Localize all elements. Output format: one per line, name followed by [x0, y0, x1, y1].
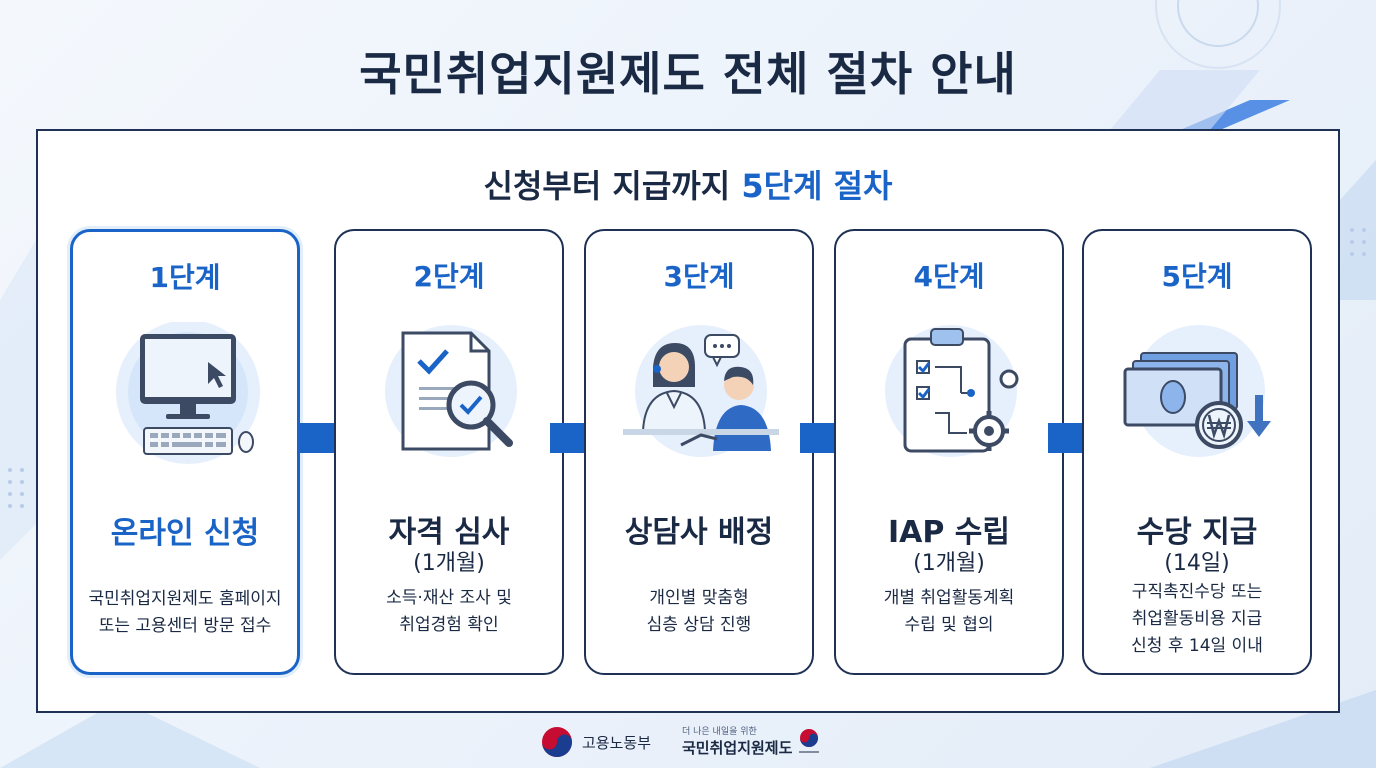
desc-line: 소득·재산 조사 및: [386, 588, 512, 608]
computer-icon: [116, 322, 260, 464]
step-label: 3단계: [663, 260, 735, 293]
step-duration: (1개월): [913, 551, 985, 576]
program-name: 국민취업지원제도: [682, 739, 793, 757]
plan-clipboard-icon: [885, 325, 1019, 457]
desc-line: 취업경험 확인: [399, 615, 499, 635]
step-name: 상담사 배정: [624, 515, 774, 550]
step-description: 소득·재산 조사 및 취업경험 확인: [346, 585, 552, 639]
ministry-logo: 고용노동부: [540, 722, 651, 762]
desc-line: 수립 및 협의: [904, 615, 994, 635]
step-label: 2단계: [413, 260, 485, 293]
step-duration: (14일): [1164, 551, 1230, 576]
subtitle-accent: 5단계 절차: [741, 167, 893, 205]
step-card-4: 4단계 IAP 수립 (1개월) 개별 취업활동계획 수립 및 협의: [834, 229, 1064, 675]
step-card-2: 2단계 자격 심사 (1개월) 소득·재산 조사 및 취업경험 확인: [334, 229, 564, 675]
desc-line: 구직촉진수당 또는: [1131, 582, 1263, 602]
step-name: IAP 수립: [887, 515, 1010, 550]
desc-line: 또는 고용센터 방문 접수: [98, 616, 272, 636]
step-name: 수당 지급: [1136, 515, 1258, 550]
taegeuk-small-logo-icon: [799, 729, 820, 753]
program-logo: 더 나은 내일을 위한 국민취업지원제도: [682, 722, 820, 762]
step-card-1: 1단계 온라인 신청 국민취업지원제도 홈페이지 또는 고용센터 방문 접수: [70, 229, 300, 675]
procedure-panel: 신청부터 지급까지 5단계 절차 1단계 온라인 신청 국민취업지원제도 홈페이…: [36, 129, 1340, 713]
panel-subtitle: 신청부터 지급까지 5단계 절차: [38, 161, 1338, 207]
step-card-3: 3단계 상담사 배정 개인별 맞춤형 심층 상담 진행: [584, 229, 814, 675]
step-name: 온라인 신청: [110, 516, 260, 551]
desc-line: 취업활동비용 지급: [1131, 609, 1263, 629]
step-description: 국민취업지원제도 홈페이지 또는 고용센터 방문 접수: [83, 586, 287, 640]
step-label: 4단계: [913, 260, 985, 293]
step-card-5: 5단계 수당 지급 (14일) 구직촉진수당 또는 취업활동비용 지급 신청 후…: [1082, 229, 1312, 675]
taegeuk-logo-icon: [542, 727, 572, 757]
step-duration: (1개월): [413, 551, 485, 576]
step-label: 5단계: [1161, 260, 1233, 293]
desc-line: 심층 상담 진행: [646, 615, 752, 635]
step-label: 1단계: [149, 261, 221, 294]
step-name: 자격 심사: [388, 515, 510, 550]
page-title: 국민취업지원제도 전체 절차 안내: [359, 47, 1017, 101]
desc-line: 국민취업지원제도 홈페이지: [88, 589, 282, 609]
document-search-icon: [385, 325, 517, 457]
desc-line: 개별 취업활동계획: [883, 588, 1015, 608]
desc-line: 개인별 맞춤형: [649, 588, 749, 608]
money-won-icon: [1123, 325, 1271, 457]
desc-line: 신청 후 14일 이내: [1131, 636, 1263, 656]
step-description: 구직촉진수당 또는 취업활동비용 지급 신청 후 14일 이내: [1094, 579, 1300, 660]
counselor-icon: [623, 325, 779, 457]
ministry-name: 고용노동부: [582, 733, 652, 752]
step-description: 개인별 맞춤형 심층 상담 진행: [596, 585, 802, 639]
subtitle-prefix: 신청부터 지급까지: [483, 167, 742, 205]
step-description: 개별 취업활동계획 수립 및 협의: [846, 585, 1052, 639]
program-tagline: 더 나은 내일을 위한: [682, 727, 757, 737]
